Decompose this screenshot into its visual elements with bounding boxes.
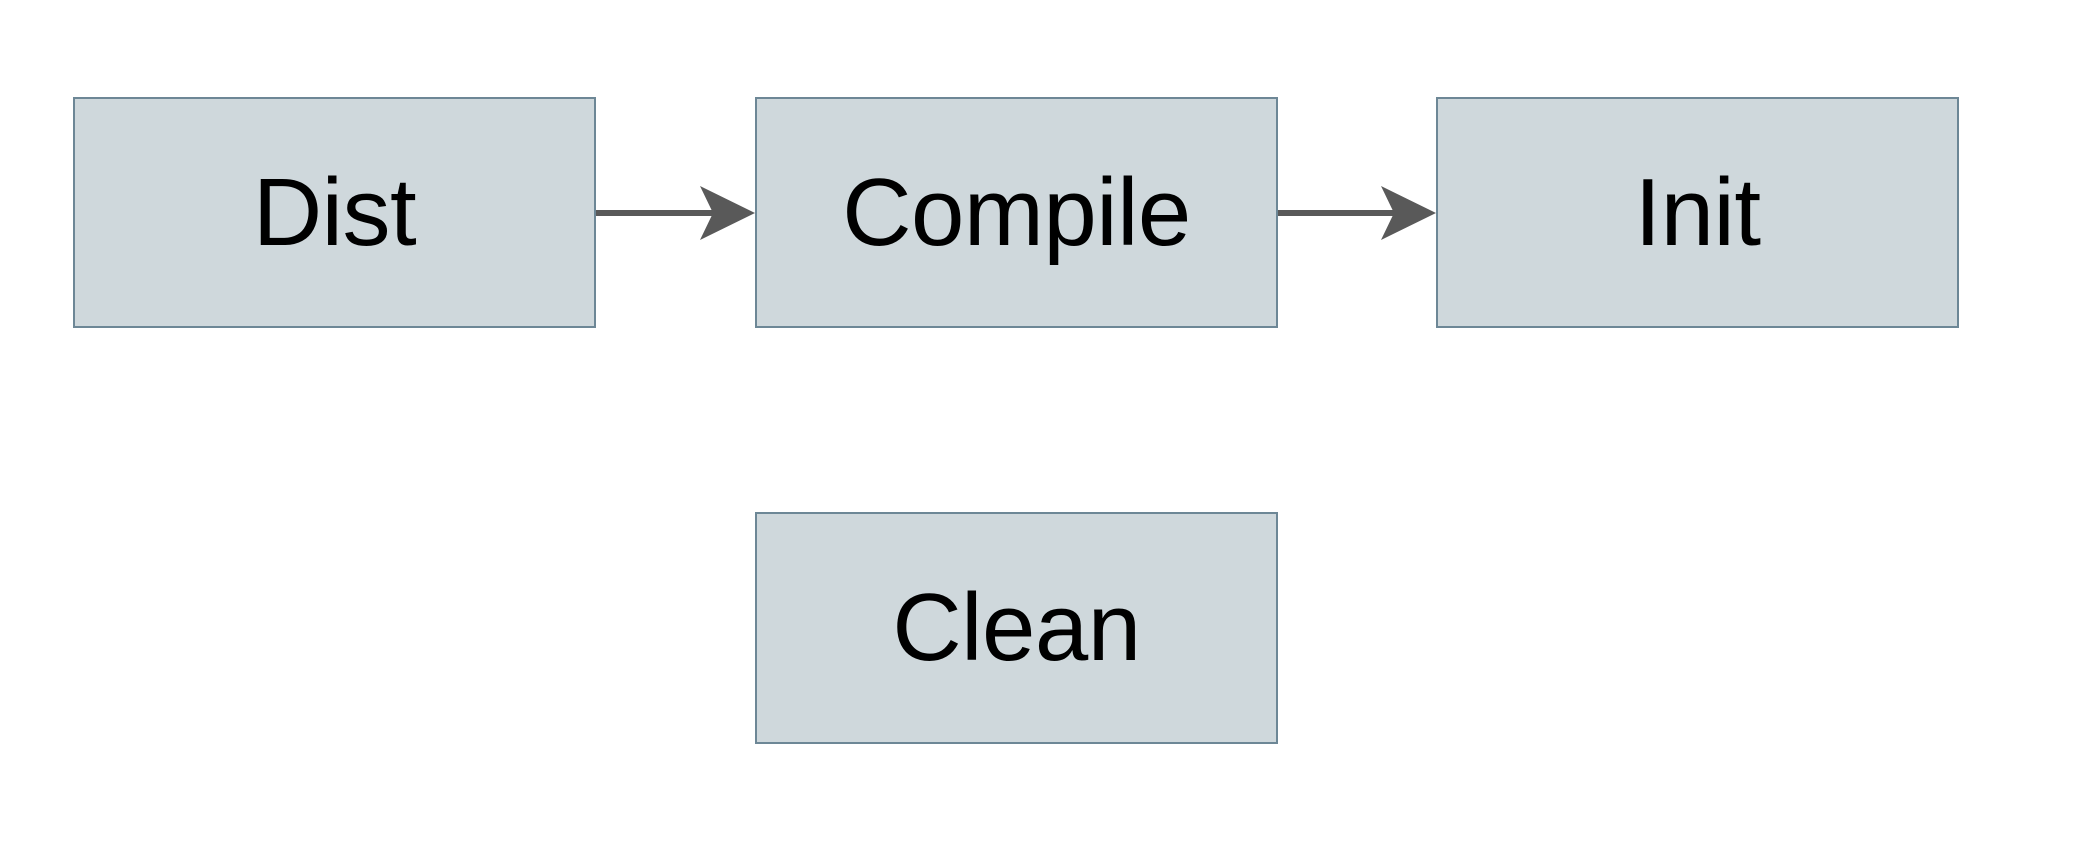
node-init[interactable]: Init [1436, 97, 1959, 328]
node-dist[interactable]: Dist [73, 97, 596, 328]
node-label-init: Init [1634, 158, 1761, 266]
arrowhead-compile-to-init [1381, 186, 1436, 240]
node-label-compile: Compile [842, 158, 1191, 266]
node-compile[interactable]: Compile [755, 97, 1278, 328]
arrowhead-dist-to-compile [700, 186, 755, 240]
node-label-dist: Dist [252, 158, 417, 266]
edge-compile-to-init [1278, 186, 1436, 240]
node-label-clean: Clean [892, 574, 1141, 681]
edge-dist-to-compile [596, 186, 755, 240]
node-clean[interactable]: Clean [755, 512, 1278, 744]
